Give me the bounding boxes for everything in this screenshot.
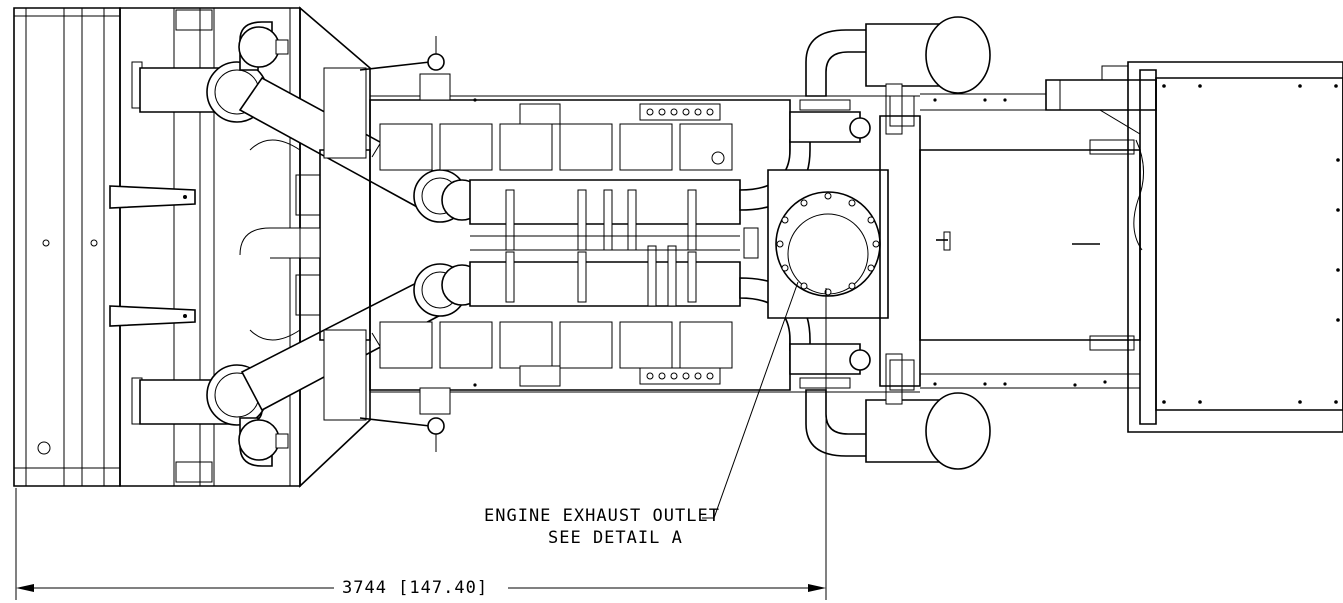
dimension-arrow-left <box>16 584 34 592</box>
air-cleaner-lower <box>806 354 990 469</box>
dimension-label: 3744 [147.40] <box>342 578 489 598</box>
dimension-arrow-right <box>808 584 826 592</box>
callout-label-line2: SEE DETAIL A <box>548 528 683 548</box>
engine-front-housing <box>240 68 370 420</box>
cylinder-heads-upper <box>380 124 732 170</box>
air-cleaner-upper <box>806 17 990 134</box>
manifold-flanges <box>506 190 696 306</box>
panel-screws <box>1162 84 1340 404</box>
callout-label-line1: ENGINE EXHAUST OUTLET <box>484 506 720 526</box>
outlet-bolt-circle <box>777 193 879 295</box>
engine-exhaust-outlet <box>768 170 888 318</box>
callout-leader <box>702 282 798 518</box>
engine-block <box>370 100 790 390</box>
base-frame-rails <box>360 36 920 452</box>
cylinder-heads-lower <box>380 322 732 368</box>
rail-bolts <box>647 109 713 379</box>
control-box <box>1046 62 1343 432</box>
overall-length-dimension <box>16 288 826 600</box>
